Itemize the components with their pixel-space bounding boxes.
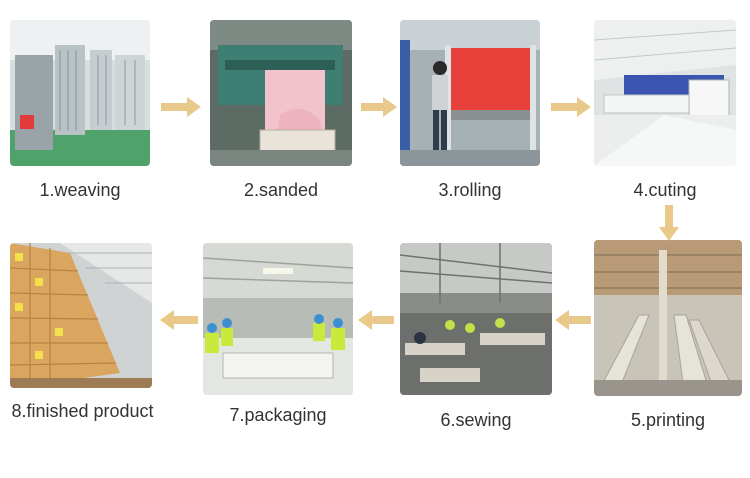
step-label: 5.printing xyxy=(630,410,706,430)
arrow-down-icon xyxy=(659,205,679,241)
step-label: 4.cuting xyxy=(633,180,697,200)
knitting-machines-photo xyxy=(10,20,150,166)
arrow-left-icon xyxy=(555,310,591,330)
arrow-left-icon xyxy=(358,310,394,330)
arrow-right-icon xyxy=(361,97,397,117)
step-label: 3.rolling xyxy=(438,180,502,200)
sewing-workshop-photo xyxy=(400,243,552,395)
printing-tables-photo xyxy=(594,240,742,396)
step-label: 6.sewing xyxy=(440,410,512,430)
warehouse-boxes-photo xyxy=(10,243,152,388)
packaging-line-photo xyxy=(203,243,353,395)
step-label: 2.sanded xyxy=(243,180,319,200)
step-label: 8.finished product xyxy=(11,401,154,421)
cutting-machine-photo xyxy=(594,20,736,166)
step-label: 1.weaving xyxy=(39,180,121,200)
arrow-left-icon xyxy=(160,310,198,330)
arrow-right-icon xyxy=(161,97,201,117)
fabric-rolling-photo xyxy=(400,20,540,166)
arrow-right-icon xyxy=(551,97,591,117)
step-label: 7.packaging xyxy=(229,405,327,425)
sanding-machine-photo xyxy=(210,20,352,166)
